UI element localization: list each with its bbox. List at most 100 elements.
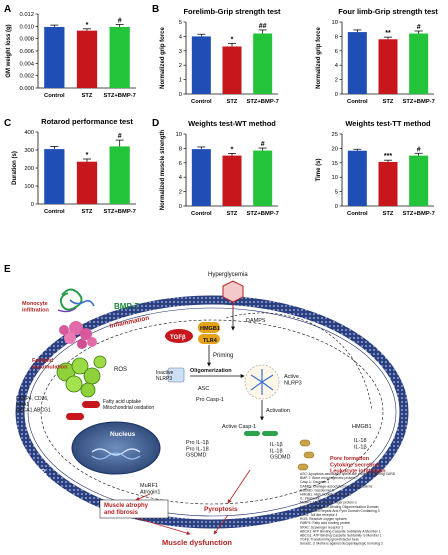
y-tick-label: 0 [335, 92, 338, 98]
y-axis-label: Normalized grip force [160, 27, 166, 89]
panel-letter-a: A [4, 4, 11, 15]
bar-stz [76, 161, 98, 204]
y-tick-label: 25 [332, 132, 338, 138]
hmgb1-receptor [198, 322, 220, 333]
y-tick-label: 1 [179, 78, 182, 84]
legend-entry: DAMPs: Damage-associated molecular patte… [300, 484, 373, 488]
bar-stz [222, 155, 242, 206]
dysfunction-label: Muscle dysfunction [162, 538, 232, 547]
chart-weights-wt: Weights test-WT method0246810Normalized … [160, 119, 279, 217]
abbreviation-legend: ASC: Apoptosis-associated speck-like pro… [300, 472, 396, 546]
y-tick-label: 5 [335, 190, 338, 196]
category-label: STZ [383, 99, 394, 105]
bar-stz-bmp-7 [409, 155, 429, 206]
atrophy-box [99, 499, 169, 519]
y-tick-label: 2 [179, 63, 182, 69]
y-tick-label: 6 [335, 49, 338, 55]
y-tick-label: 0.006 [19, 49, 34, 55]
category-label: STZ+BMP-7 [246, 211, 278, 217]
bar-stz-bmp-7 [253, 33, 273, 94]
legend-entry: MuRF1: Muscle RING finger protein-1 [300, 501, 357, 505]
y-tick-label: 200 [24, 166, 34, 172]
ros-label: ROS [114, 367, 127, 373]
y-tick-label: 400 [24, 130, 34, 136]
significance-marker: # [261, 141, 265, 148]
legend-entry: SRA1: Scavenger receptor 1 [300, 525, 343, 529]
gsdmd-pores [297, 439, 315, 471]
casp1-pill [244, 431, 260, 436]
chart-four-limb-grip: Four limb-Grip strength test0246810Norma… [316, 7, 438, 105]
y-tick-label: 0 [335, 204, 338, 210]
casp1-pill-2 [262, 431, 278, 436]
y-tick-label: 4 [335, 63, 339, 69]
hmgb1-label: HMGB1 [200, 326, 220, 332]
category-label: Control [191, 211, 212, 217]
glucose-molecule [222, 280, 244, 310]
legend-entry: BMP-7: Bone morphogenetic protein-7 [300, 476, 358, 480]
bar-stz [76, 30, 98, 88]
inactive-nlrp3-box [167, 367, 185, 383]
y-tick-label: 10 [332, 20, 338, 26]
y-tick-label: 10 [176, 132, 182, 138]
category-label: STZ+BMP-7 [246, 99, 278, 105]
category-label: Control [347, 99, 368, 105]
panel-letter-e: E [4, 264, 11, 275]
lipid-cluster [56, 355, 107, 398]
dna-strand [91, 448, 141, 456]
bar-control [347, 150, 367, 206]
significance-marker: ** [385, 30, 391, 37]
oligomerization-label: Oligomerization [190, 368, 232, 374]
y-tick-label: 0 [179, 92, 182, 98]
hyperglycemia-label: Hyperglycemia [208, 272, 248, 278]
category-label: STZ [383, 211, 394, 217]
legend-entry: ABCG1: ATP Binding Cassette Subfamily G … [300, 534, 382, 538]
panel-letter-c: C [4, 118, 11, 129]
y-axis-label: GM weight loss (g) [6, 24, 12, 77]
chart-forelimb-grip: Forelimb-Grip strength test012345Normali… [160, 7, 281, 105]
priming-label: Priming [213, 353, 233, 359]
y-axis-label: Normalized muscle strength [160, 129, 166, 210]
category-label: STZ+BMP-7 [402, 99, 434, 105]
y-tick-label: 0.004 [19, 61, 34, 67]
y-tick-label: 8 [179, 146, 182, 152]
tgfb-receptor [165, 329, 193, 343]
cell-interior-outline [40, 319, 384, 505]
y-tick-label: 0 [179, 204, 182, 210]
pro-casp1-label: Pro Casp-1 [196, 397, 224, 403]
bmp7-protein [57, 288, 95, 313]
y-tick-label: 0 [31, 202, 34, 208]
panel-letter-d: D [152, 118, 159, 129]
inflammasome-arms [250, 369, 274, 395]
bar-control [191, 36, 211, 94]
murf-to-atrophy-arrow [135, 493, 151, 501]
category-label: Control [44, 93, 65, 99]
significance-marker: * [86, 152, 89, 159]
bar-control [44, 26, 65, 88]
legend-entry: ROS: Reactive oxygen species [300, 517, 347, 521]
legend-entry: Smad2, 3: Mothers against decapentaplegi… [300, 542, 383, 546]
category-label: STZ+BMP-7 [103, 93, 135, 99]
bar-stz-bmp-7 [109, 26, 130, 88]
legend-entry: Leucine Rich Repeat And Pyrin Domain Con… [300, 509, 380, 513]
y-tick-label: 3 [179, 49, 182, 55]
damps-label: DAMPS [246, 318, 266, 324]
y-tick-label: 0.008 [19, 37, 34, 43]
y-tick-label: 10 [332, 175, 338, 181]
category-label: STZ+BMP-7 [402, 211, 434, 217]
y-axis-label: Normalized grip force [316, 27, 322, 89]
y-tick-label: 100 [24, 184, 34, 190]
legend-entry: Casp-1: Caspase-1 [300, 480, 329, 484]
nucleus-label: Nucleus [110, 431, 136, 438]
chart-title: Rotarod performance test [41, 117, 133, 126]
category-label: STZ [227, 99, 238, 105]
